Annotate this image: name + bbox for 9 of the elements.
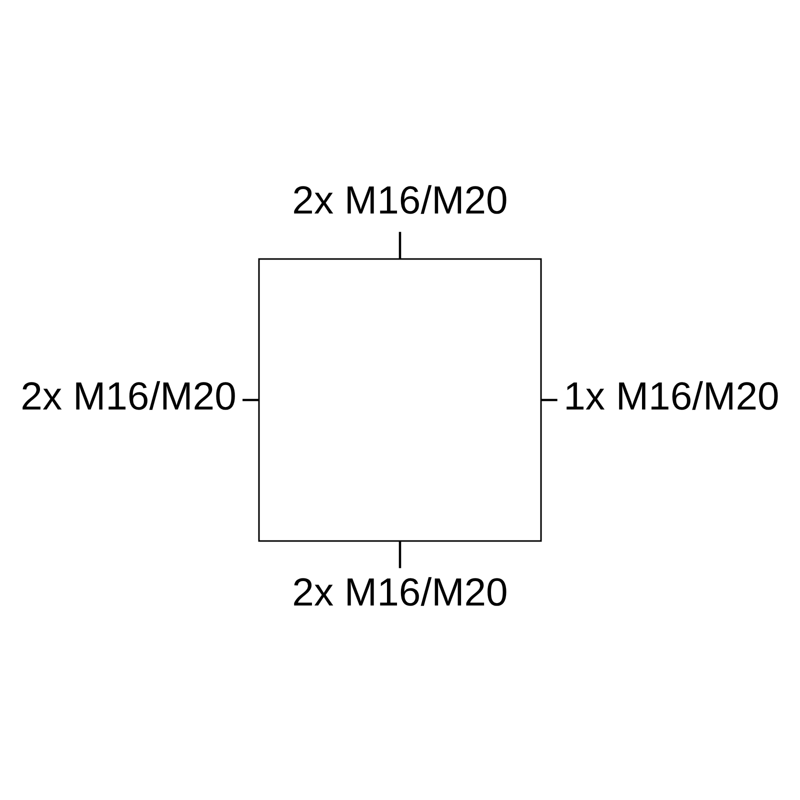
connector	[398, 232, 402, 259]
node-box	[258, 258, 542, 542]
node-text: 2x M16/M20	[292, 179, 508, 222]
connector	[242, 398, 259, 402]
connector	[398, 541, 402, 568]
node-text: 2x M16/M20	[292, 572, 508, 615]
node-text: 2x M16/M20	[20, 376, 236, 418]
connector	[541, 398, 558, 402]
node-text: 1x M16/M20	[564, 376, 780, 418]
